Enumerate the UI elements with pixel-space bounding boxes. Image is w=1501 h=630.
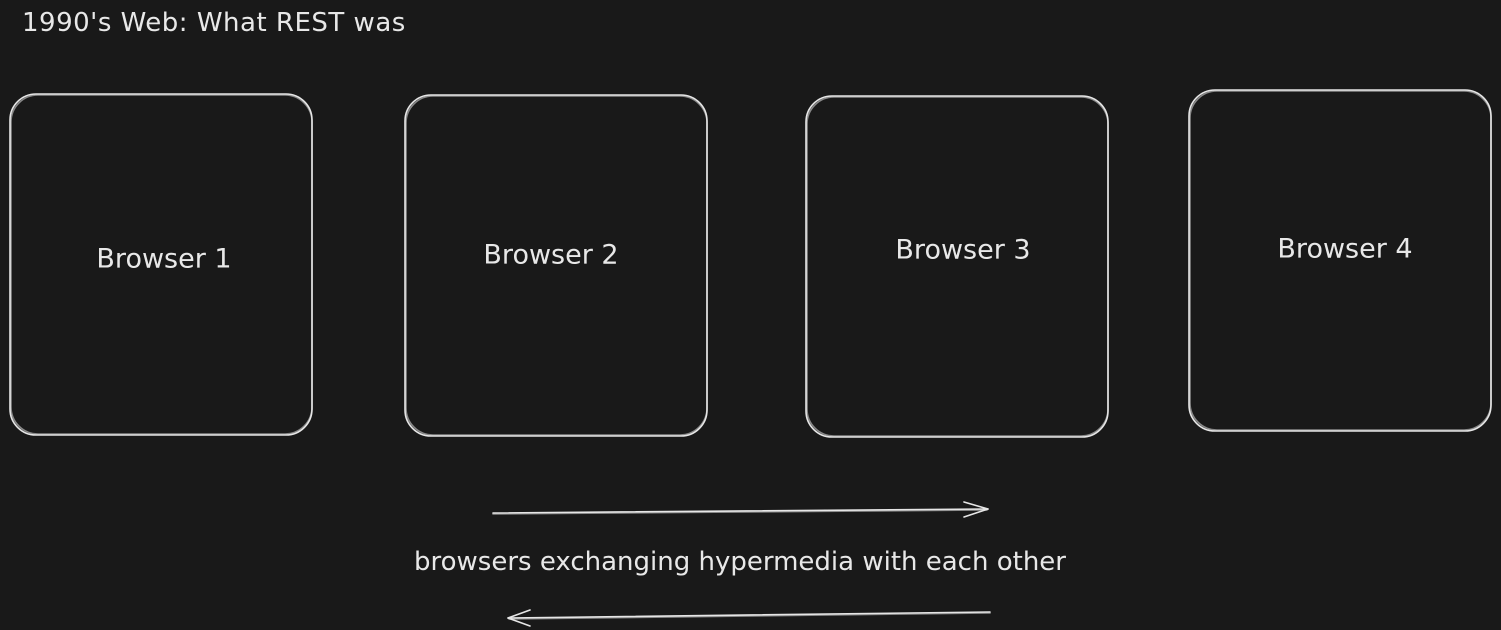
arrow-left: [507, 609, 991, 627]
arrow-caption: browsers exchanging hypermedia with each…: [414, 547, 1066, 577]
browser-box-1: [9, 93, 313, 436]
browser-label-4: Browser 4: [1277, 233, 1413, 265]
browser-box-2: [404, 94, 708, 437]
diagram-title: 1990's Web: What REST was: [22, 8, 406, 38]
browser-box-3: [805, 95, 1109, 438]
browser-label-1: Browser 1: [96, 243, 232, 275]
browser-label-3: Browser 3: [895, 234, 1031, 266]
browser-label-2: Browser 2: [483, 239, 619, 271]
browser-box-4: [1188, 89, 1492, 432]
arrow-right: [492, 501, 989, 518]
